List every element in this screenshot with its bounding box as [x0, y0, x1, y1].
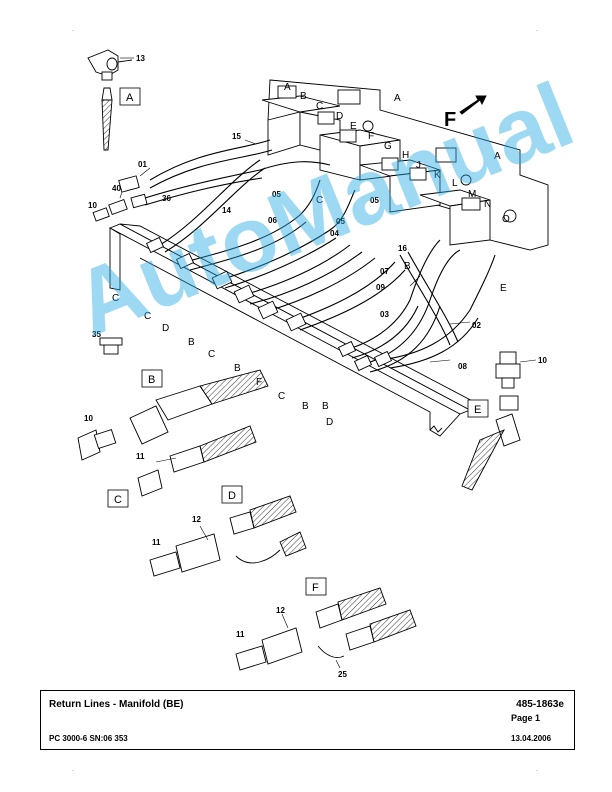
port-g: G — [384, 141, 392, 152]
port-d: D — [336, 111, 343, 122]
port-h: H — [402, 150, 409, 161]
drawing-date: 13.04.2006 — [511, 734, 552, 743]
callout-09: 09 — [376, 283, 385, 292]
line-b: B — [188, 337, 195, 348]
port-letters: A B C D E F G H J K L M N O A A C B E — [284, 82, 510, 294]
callout-07: 07 — [380, 267, 389, 276]
port-c: C — [316, 101, 323, 112]
line-c: C — [144, 311, 151, 322]
part-callouts: 13 01 40 10 36 15 14 05 06 04 05 05 16 0… — [84, 54, 547, 679]
line-b: B — [234, 363, 241, 374]
port-b: B — [404, 261, 411, 272]
port-k: K — [434, 170, 441, 181]
detail-f-assembly — [235, 587, 417, 671]
hose-fittings — [92, 175, 393, 372]
line-c: C — [208, 349, 215, 360]
line-c: C — [112, 293, 119, 304]
port-o: O — [502, 214, 510, 225]
callout-05: 05 — [272, 190, 281, 199]
port-m: M — [468, 189, 476, 200]
callout-10: 10 — [538, 356, 547, 365]
line-b: B — [302, 401, 309, 412]
port-a: A — [394, 93, 401, 104]
document-number: 485-1863e — [516, 699, 564, 710]
page-number: Page 1 — [511, 713, 541, 723]
callout-06: 06 — [268, 216, 277, 225]
detail-box-c: C — [114, 494, 122, 506]
detail-box-e: E — [474, 404, 481, 416]
detail-box-labels: A B C D E F — [107, 87, 489, 596]
callout-14: 14 — [222, 206, 231, 215]
callout-04: 04 — [330, 229, 339, 238]
drawing-title: Return Lines - Manifold (BE) — [49, 699, 184, 710]
line-c: C — [278, 391, 285, 402]
detail-d-assembly — [149, 495, 307, 577]
callout-36: 36 — [162, 194, 171, 203]
port-e: E — [350, 121, 357, 132]
port-b: B — [300, 91, 307, 102]
corner-mark-br: - — [536, 768, 538, 774]
callout-16: 16 — [398, 244, 407, 253]
port-l: L — [452, 178, 458, 189]
callout-02: 02 — [472, 321, 481, 330]
detail-box-a: A — [126, 92, 134, 104]
port-c: C — [316, 195, 323, 206]
front-arrow-icon — [459, 95, 487, 115]
callout-03: 03 — [380, 310, 389, 319]
callout-11: 11 — [152, 538, 161, 547]
detail-box-d: D — [228, 490, 236, 502]
callout-25: 25 — [338, 670, 347, 679]
leader-lines — [119, 57, 537, 669]
callout-11: 11 — [236, 630, 245, 639]
title-block: Return Lines - Manifold (BE) 485-1863e P… — [40, 690, 575, 750]
port-f: F — [368, 131, 374, 142]
port-a: A — [494, 151, 501, 162]
manifold-assembly — [261, 79, 549, 251]
line-f: F — [256, 377, 262, 388]
callout-40: 40 — [112, 184, 121, 193]
front-marker-label: F — [444, 109, 456, 131]
port-j: J — [416, 160, 421, 171]
callout-10: 10 — [84, 414, 93, 423]
detail-box-f: F — [312, 582, 319, 594]
detail-e-assembly — [461, 351, 521, 491]
callout-13: 13 — [136, 54, 145, 63]
callout-01: 01 — [138, 160, 147, 169]
detail-b-assembly — [77, 369, 269, 497]
line-letters: C C D B C B F C B D B — [112, 293, 333, 428]
detail-a-fitting — [87, 49, 133, 151]
port-e: E — [500, 283, 507, 294]
plug-35 — [99, 337, 123, 355]
corner-mark-tl: - — [72, 28, 74, 34]
line-d: D — [162, 323, 169, 334]
callout-11: 11 — [136, 452, 145, 461]
callout-15: 15 — [232, 132, 241, 141]
callout-12: 12 — [192, 515, 201, 524]
callout-05: 05 — [336, 217, 345, 226]
port-a: A — [284, 82, 291, 93]
callout-35: 35 — [92, 330, 101, 339]
callout-05: 05 — [370, 196, 379, 205]
line-d: D — [326, 417, 333, 428]
line-b: B — [322, 401, 329, 412]
callout-12: 12 — [276, 606, 285, 615]
corner-mark-tr: - — [536, 28, 538, 34]
callout-08: 08 — [458, 362, 467, 371]
model-serial: PC 3000-6 SN:06 353 — [49, 734, 128, 743]
port-n: N — [484, 199, 491, 210]
corner-mark-bl: - — [72, 768, 74, 774]
callout-10: 10 — [88, 201, 97, 210]
detail-box-b: B — [148, 374, 155, 386]
